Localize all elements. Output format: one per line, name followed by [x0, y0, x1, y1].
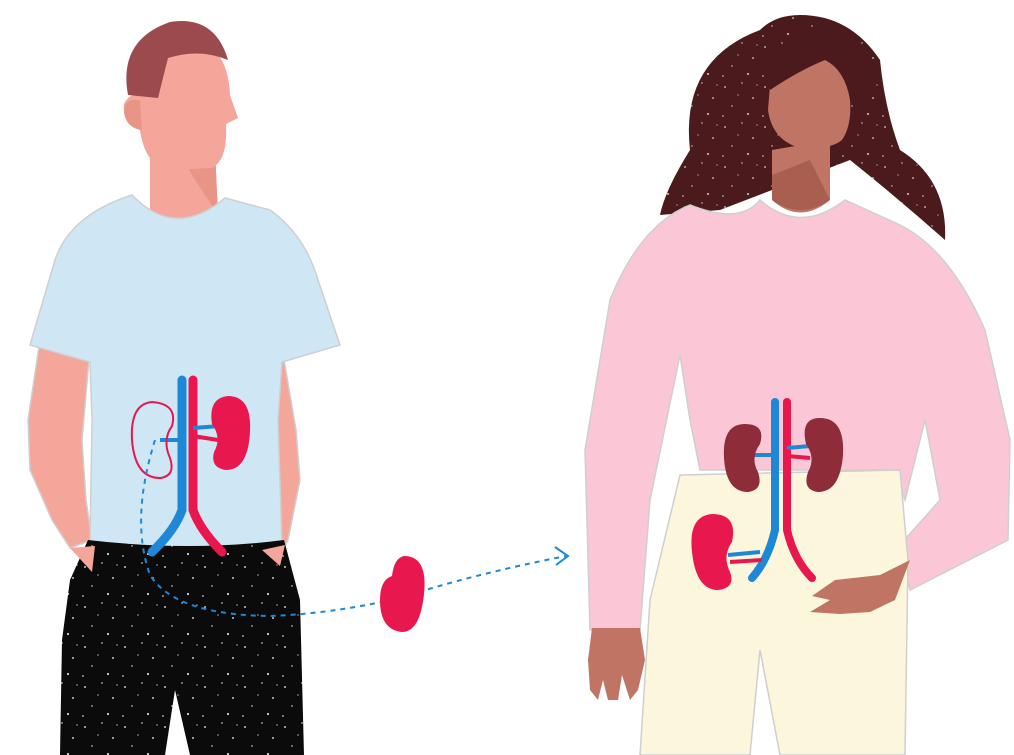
arrow-head-icon [555, 547, 568, 565]
donor-figure [28, 21, 340, 755]
transferred-kidney-icon [380, 556, 425, 632]
donor-left-arm [28, 340, 92, 548]
donor-ear [124, 100, 142, 130]
recipient-figure [585, 15, 1010, 755]
recipient-left-hand [588, 628, 645, 700]
